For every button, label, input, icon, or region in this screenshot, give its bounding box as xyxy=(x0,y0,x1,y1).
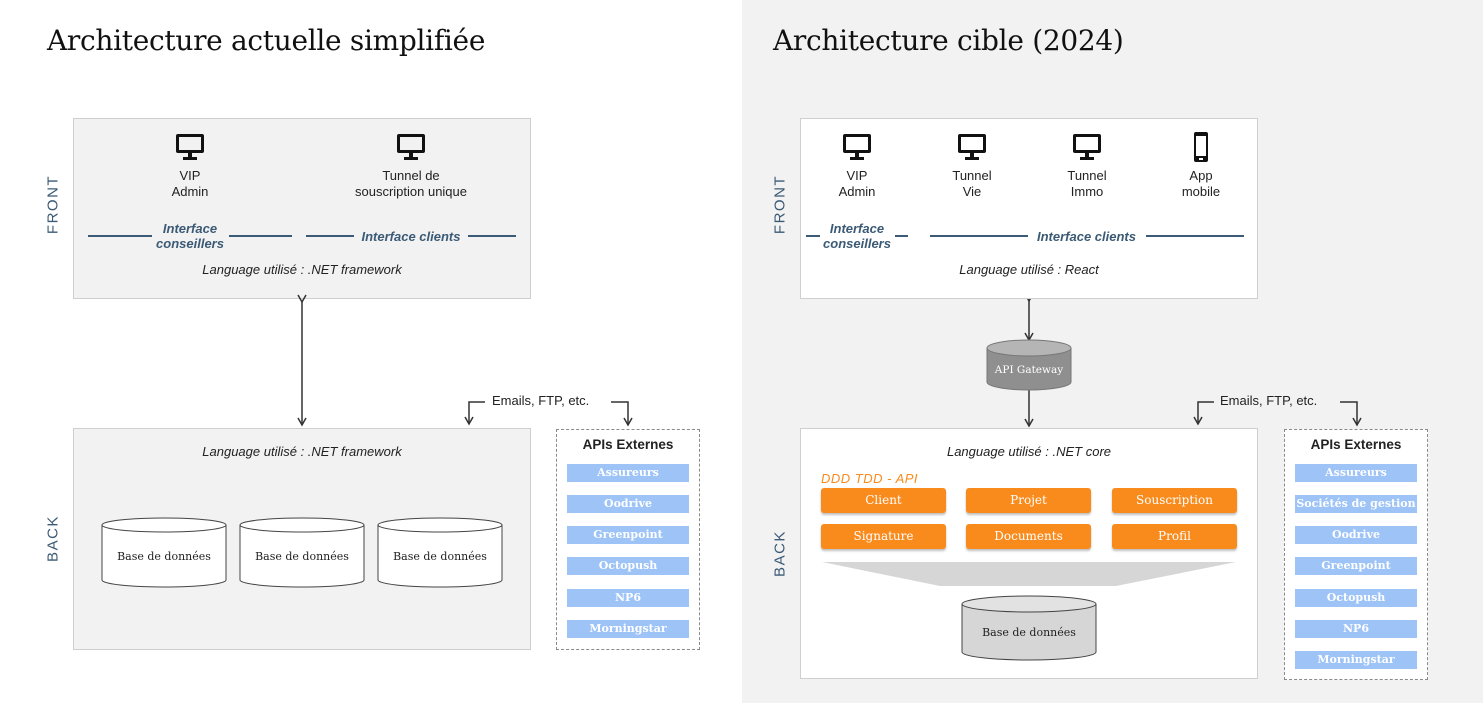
right-device-tunnel-vie: Tunnel Vie xyxy=(932,132,1012,200)
left-db-label-1: Base de données xyxy=(117,550,211,563)
left-front-box xyxy=(73,118,531,299)
gateway-cylinder xyxy=(986,339,1072,391)
iface-line xyxy=(895,235,908,237)
left-database-2 xyxy=(239,517,365,588)
right-api-item: Assureurs xyxy=(1295,464,1417,482)
iface-line2: conseillers xyxy=(156,236,224,251)
left-emails-label: Emails, FTP, etc. xyxy=(492,393,590,408)
device-line2: Admin xyxy=(838,184,876,199)
left-api-item: Assureurs xyxy=(567,464,689,482)
iface-line xyxy=(1146,235,1244,237)
device-line2: mobile xyxy=(1181,184,1221,199)
monitor-icon xyxy=(817,132,897,162)
module-projet: Projet xyxy=(966,488,1091,513)
left-db-label-3: Base de données xyxy=(393,550,487,563)
iface-line xyxy=(306,235,354,237)
device-line2: Admin xyxy=(171,184,209,199)
device-line2: souscription unique xyxy=(354,184,468,199)
right-api-item: Greenpoint xyxy=(1295,557,1417,575)
device-line2: Immo xyxy=(1070,184,1104,199)
monitor-icon xyxy=(1047,132,1127,162)
module-client: Client xyxy=(821,488,946,513)
device-line1: App xyxy=(1189,168,1213,183)
right-api-item: NP6 xyxy=(1295,620,1417,638)
right-front-box xyxy=(800,118,1258,299)
right-api-item: Sociétés de gestion xyxy=(1295,495,1417,513)
right-front-label: FRONT xyxy=(771,174,789,235)
device-line2: Vie xyxy=(962,184,982,199)
funnel-shape xyxy=(822,562,1236,586)
right-iface-conseillers: Interface conseillers xyxy=(818,221,896,251)
ddd-label: DDD TDD - API xyxy=(821,471,919,486)
iface-line xyxy=(88,235,152,237)
left-apis-title: APIs Externes xyxy=(582,437,674,452)
right-iface-clients: Interface clients xyxy=(1037,229,1136,244)
right-emails-label: Emails, FTP, etc. xyxy=(1220,393,1318,408)
right-apis-title: APIs Externes xyxy=(1310,437,1402,452)
device-line1: Tunnel xyxy=(1067,168,1107,183)
left-emails-arrow-down xyxy=(464,401,485,426)
right-device-vip-admin: VIP Admin xyxy=(817,132,897,200)
left-database-1 xyxy=(101,517,227,588)
right-emails-arrow-down xyxy=(1193,401,1214,426)
monitor-icon xyxy=(932,132,1012,162)
left-api-item: Octopush xyxy=(567,557,689,575)
iface-line xyxy=(806,235,820,237)
module-souscription: Souscription xyxy=(1112,488,1237,513)
iface-line xyxy=(229,235,292,237)
right-back-language: Language utilisé : .NET core xyxy=(946,444,1112,459)
left-iface-clients: Interface clients xyxy=(361,229,461,244)
left-device-vip-admin: VIP Admin xyxy=(130,132,250,200)
right-title: Architecture cible (2024) xyxy=(773,24,1124,57)
right-device-app-mobile: App mobile xyxy=(1161,132,1241,200)
right-back-graphics xyxy=(822,562,1236,661)
gateway-label: API Gateway xyxy=(994,364,1064,376)
iface-line xyxy=(930,235,1028,237)
left-db-label-2: Base de données xyxy=(255,550,349,563)
iface-line xyxy=(468,235,516,237)
right-api-item: Morningstar xyxy=(1295,651,1417,669)
left-front-language: Language utilisé : .NET framework xyxy=(202,262,402,277)
module-documents: Documents xyxy=(966,524,1091,549)
right-api-item: Octopush xyxy=(1295,589,1417,607)
monitor-icon xyxy=(331,132,491,162)
smartphone-icon xyxy=(1161,132,1241,162)
left-iface-conseillers: Interface conseillers xyxy=(150,221,230,251)
device-line1: Tunnel xyxy=(952,168,992,183)
left-api-item: Greenpoint xyxy=(567,526,689,544)
left-emails-arrow-api xyxy=(611,401,633,427)
right-emails-arrow-api xyxy=(1340,401,1362,427)
left-device-tunnel: Tunnel de souscription unique xyxy=(331,132,491,200)
device-line1: VIP xyxy=(846,168,868,183)
right-back-label: BACK xyxy=(771,530,789,577)
left-api-item: Morningstar xyxy=(567,620,689,638)
left-api-item: Oodrive xyxy=(567,495,689,513)
iface-line1: Interface xyxy=(162,221,218,236)
left-api-item: NP6 xyxy=(567,589,689,607)
right-db-label: Base de données xyxy=(982,626,1076,639)
right-database xyxy=(961,595,1097,661)
left-database-3 xyxy=(377,517,503,588)
monitor-icon xyxy=(130,132,250,162)
right-device-tunnel-immo: Tunnel Immo xyxy=(1047,132,1127,200)
left-title: Architecture actuelle simplifiée xyxy=(47,24,486,57)
left-back-language: Language utilisé : .NET framework xyxy=(202,444,402,459)
right-front-language: Language utilisé : React xyxy=(959,262,1099,277)
device-line1: Tunnel de xyxy=(382,168,440,183)
iface-line1: Interface xyxy=(829,221,885,236)
right-api-item: Oodrive xyxy=(1295,526,1417,544)
device-line1: VIP xyxy=(179,168,201,183)
module-signature: Signature xyxy=(821,524,946,549)
iface-line2: conseillers xyxy=(823,236,891,251)
module-profil: Profil xyxy=(1112,524,1237,549)
